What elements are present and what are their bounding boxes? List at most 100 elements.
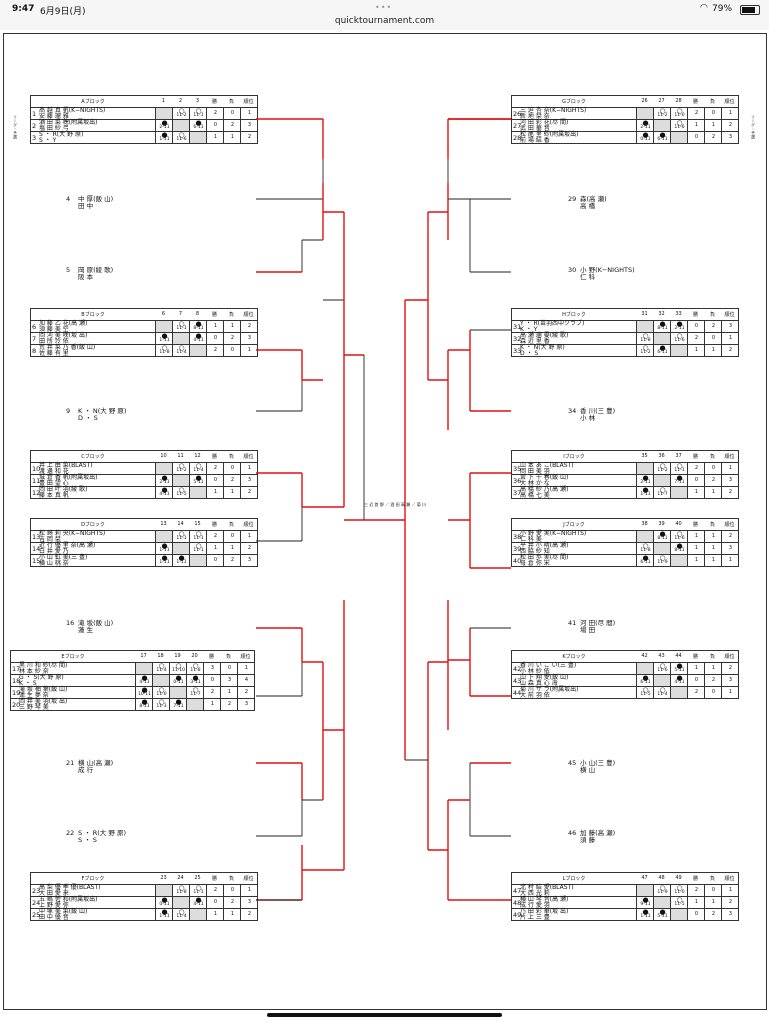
losses-cell: 1: [223, 909, 241, 920]
result-cell: ○11-10: [169, 663, 187, 674]
rank-cell: 3: [240, 897, 258, 908]
result-cell: [189, 909, 207, 920]
rank-cell: 2: [721, 663, 739, 674]
result-cell: ●2-11: [636, 120, 654, 131]
result-cell: ●6-11: [636, 675, 654, 686]
wins-cell: 2: [206, 463, 224, 474]
rank-cell: 3: [721, 321, 739, 332]
pair-names: 近 行 優 里 奈(高 瀬)白 井 愛 乃: [39, 542, 96, 555]
wins-cell: 2: [206, 345, 224, 356]
result-cell: ●5-11: [189, 475, 207, 486]
rank-cell: 1: [721, 108, 739, 119]
result-cell: ○11-5: [636, 687, 654, 698]
result-cell: [670, 555, 688, 566]
rank-cell: 2: [240, 321, 258, 332]
losses-cell: 1: [704, 120, 722, 131]
rank-cell: 4: [237, 675, 255, 686]
entry-names: 滝 坂(飯 山)蓮 生: [78, 619, 114, 634]
result-cell: ○11-1: [189, 531, 207, 542]
result-cell: [135, 663, 153, 674]
result-cell: [653, 897, 671, 908]
status-time: 9:47: [12, 4, 35, 14]
pair-names: 乃 田 彩 華(坂 出)片 上 三 豊: [520, 908, 569, 921]
result-cell: [636, 531, 654, 542]
rank-cell: 3: [721, 675, 739, 686]
entry-names: 河 田(尽 間)場 田: [580, 619, 616, 634]
entry-names: 中 厚(飯 山)田 中: [78, 195, 114, 210]
seed-number: 37: [513, 489, 522, 497]
wins-cell: 1: [687, 345, 705, 356]
losses-cell: 0: [704, 687, 722, 698]
wins-cell: 0: [687, 909, 705, 920]
seed-number: 40: [513, 557, 522, 565]
pair-names: 中 塚 美 菜(飯 山)田 中 優 音: [39, 908, 88, 921]
pair-names: K ・ N(大 野 原)D ・ S: [520, 344, 565, 357]
result-cell: [155, 321, 173, 332]
seed-number: 43: [513, 677, 522, 685]
group-col-header: 1: [161, 98, 166, 104]
rank-cell: 1: [237, 663, 255, 674]
group-col-header: 負: [228, 312, 234, 318]
rank-cell: 2: [721, 487, 739, 498]
group-col-header: 18: [157, 653, 164, 659]
losses-cell: 1: [704, 543, 722, 554]
pair-names: 酒 田 菜 穂(附属坂出)塩 田 紗 弓: [39, 119, 98, 132]
result-cell: ●7-11: [670, 475, 688, 486]
seed-number: 12: [32, 489, 41, 497]
result-cell: [189, 132, 207, 143]
pair-names: 北 村 結 愛(BLAST)大 西 光 莉: [520, 884, 574, 897]
pair-names: 高 瀬 瑠 晏(綾 歌)森 近 里 香: [520, 332, 569, 345]
pair-names: 岡 田 叶 羽(綾 歌)藤 本 真 帆: [39, 486, 88, 499]
seed-number: 39: [513, 545, 522, 553]
group-col-header: 10: [160, 453, 167, 459]
group-col-header: 47: [641, 875, 648, 881]
result-cell: [636, 463, 654, 474]
group-col-header: 順位: [724, 876, 735, 882]
rank-cell: 2: [240, 132, 258, 143]
seed-number: 11: [32, 477, 41, 485]
group-col-header: 順位: [243, 522, 254, 528]
group-col-header: 負: [709, 654, 715, 660]
losses-cell: 2: [223, 555, 241, 566]
entry-seed: 45: [568, 759, 577, 767]
more-dots-icon[interactable]: •••: [375, 3, 393, 12]
losses-cell: 3: [220, 675, 238, 686]
entry-seed: 21: [66, 759, 75, 767]
result-cell: ○11-6: [670, 531, 688, 542]
seed-number: 19: [12, 689, 21, 697]
entry-right-3: 41 河 田(尽 間)場 田: [568, 620, 615, 634]
wins-cell: 1: [687, 555, 705, 566]
group-col-header: 順位: [724, 522, 735, 528]
entry-names: 香 川(三 豊)小 林: [580, 407, 616, 422]
group-name: Cブロック: [81, 454, 105, 460]
wins-cell: 1: [206, 487, 224, 498]
losses-cell: 1: [704, 531, 722, 542]
group-col-header: 負: [228, 522, 234, 528]
losses-cell: 2: [223, 897, 241, 908]
address-bar-url[interactable]: quicktournament.com: [334, 16, 435, 26]
pair-names: 城 倉 香 帆(附属坂出)豊 田 望 心: [39, 474, 98, 487]
losses-cell: 0: [704, 885, 722, 896]
result-cell: [155, 531, 173, 542]
home-indicator[interactable]: [267, 1013, 502, 1017]
group-col-header: 48: [658, 875, 665, 881]
result-cell: ○11-0: [152, 687, 170, 698]
wins-cell: 0: [687, 132, 705, 143]
result-cell: ○11-1: [172, 321, 190, 332]
losses-cell: 2: [223, 333, 241, 344]
result-cell: ●1-11: [636, 909, 654, 920]
losses-cell: 0: [223, 885, 241, 896]
